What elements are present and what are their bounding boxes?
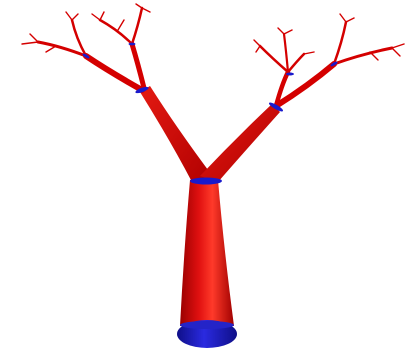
base-cap-top xyxy=(180,321,234,329)
right-outer-twig-a xyxy=(334,48,392,64)
right-inner-ring xyxy=(286,73,294,76)
right-main-branch xyxy=(200,104,280,182)
right-mid-twig xyxy=(284,34,288,72)
left-inner-twig-b xyxy=(132,8,142,44)
right-inner-twig-b xyxy=(288,54,304,72)
right-outer-twig-b xyxy=(334,22,346,64)
left-inner-twig-a xyxy=(100,20,132,44)
left-main-branch xyxy=(140,86,214,182)
trunk-junction-ring xyxy=(190,178,222,185)
trunk xyxy=(180,180,234,326)
right-fine-twigs xyxy=(254,14,404,60)
junction-rings xyxy=(82,43,338,185)
right-branches xyxy=(254,14,404,106)
right-inner-twig-a xyxy=(260,46,288,72)
left-outer-limb xyxy=(86,56,142,90)
left-inner-limb xyxy=(132,44,144,88)
left-inner-ring xyxy=(129,43,136,46)
left-branches xyxy=(22,4,150,90)
